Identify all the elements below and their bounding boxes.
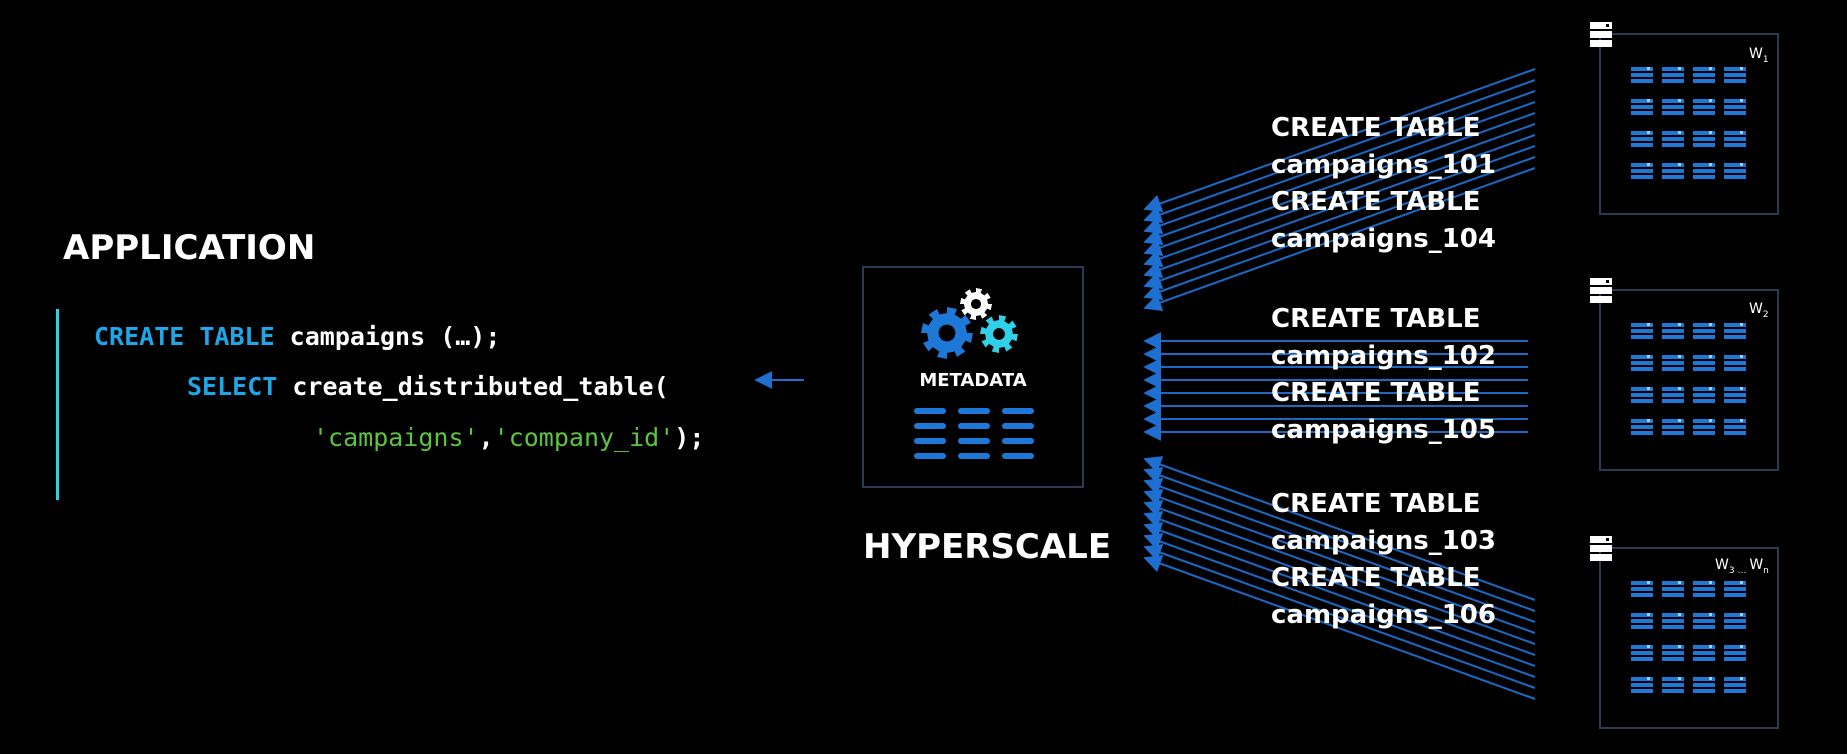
shard-table-icon: [1631, 355, 1653, 371]
shard-table-icon: [1693, 581, 1715, 597]
metadata-rows-icon: [914, 408, 1034, 459]
shard-table-icon: [1693, 131, 1715, 147]
code-string: 'company_id': [493, 423, 675, 452]
code-text: ,: [478, 423, 494, 452]
shard-table-icon: [1724, 581, 1746, 597]
shard-table-icon: [1693, 99, 1715, 115]
shard-table-icon: [1631, 323, 1653, 339]
shard-table-icon: [1662, 67, 1684, 83]
code-text: );: [674, 423, 705, 452]
shard-table-icon: [1662, 355, 1684, 371]
shard-table-icon: [1724, 99, 1746, 115]
worker-3-arrows: [1143, 456, 1536, 700]
metadata-label: METADATA: [919, 370, 1027, 391]
ddl-label: CREATE TABLE: [1271, 378, 1481, 408]
worker-1-label: W1: [1749, 46, 1769, 65]
shard-table-icon: [1724, 355, 1746, 371]
ddl-label: campaigns_103: [1271, 526, 1496, 556]
shard-table-icon: [1724, 67, 1746, 83]
shard-table-icon: [1631, 581, 1653, 597]
shard-table-icon: [1693, 645, 1715, 661]
shard-table-icon: [1724, 387, 1746, 403]
worker-node-2: [1590, 278, 1779, 471]
gears-icon: [921, 288, 1018, 359]
shard-table-icon: [1693, 387, 1715, 403]
code-line-1: CREATE TABLE campaigns (…);: [94, 322, 500, 351]
ddl-label: campaigns_105: [1271, 415, 1496, 445]
server-icon: [1590, 22, 1612, 47]
shard-table-icon: [1693, 419, 1715, 435]
shard-table-icon: [1662, 677, 1684, 693]
shard-table-icon: [1693, 67, 1715, 83]
code-keyword: CREATE TABLE: [94, 322, 275, 351]
shard-table-icon: [1631, 99, 1653, 115]
ddl-label: campaigns_104: [1271, 224, 1496, 254]
shard-table-icon: [1693, 677, 1715, 693]
ddl-label: CREATE TABLE: [1271, 113, 1481, 143]
application-title: APPLICATION: [63, 228, 316, 268]
shard-table-icon: [1631, 645, 1653, 661]
shard-table-icon: [1631, 163, 1653, 179]
shard-table-icon: [1693, 323, 1715, 339]
worker-2-label: W2: [1749, 301, 1769, 320]
shard-table-icon: [1631, 387, 1653, 403]
shard-table-icon: [1724, 419, 1746, 435]
shard-table-icon: [1693, 355, 1715, 371]
code-accent-bar: [56, 309, 59, 500]
code-keyword: SELECT: [187, 372, 278, 401]
code-line-3: 'campaigns','company_id');: [313, 423, 704, 452]
shard-table-icon: [1631, 613, 1653, 629]
shard-table-icon: [1662, 131, 1684, 147]
shard-table-icon: [1662, 419, 1684, 435]
worker-2-arrows: [1143, 332, 1528, 441]
shard-table-icon: [1724, 645, 1746, 661]
shard-table-icon: [1662, 387, 1684, 403]
ddl-label: CREATE TABLE: [1271, 489, 1481, 519]
shard-table-icon: [1662, 99, 1684, 115]
worker-node-1: [1590, 22, 1779, 215]
shard-table-icon: [1724, 323, 1746, 339]
worker-1-arrows: [1143, 68, 1536, 311]
worker-node-3: [1590, 536, 1779, 729]
shard-table-icon: [1662, 645, 1684, 661]
ddl-label: CREATE TABLE: [1271, 304, 1481, 334]
ddl-label: campaigns_106: [1271, 600, 1496, 630]
shard-table-icon: [1724, 131, 1746, 147]
shard-table-icon: [1693, 163, 1715, 179]
shard-table-icon: [1662, 613, 1684, 629]
worker-nodes: [1590, 22, 1779, 729]
ddl-label: campaigns_101: [1271, 150, 1496, 180]
shard-table-icon: [1631, 131, 1653, 147]
server-icon: [1590, 278, 1612, 303]
code-text: create_distributed_table(: [277, 372, 669, 401]
worker-n-label: W3 … Wn: [1715, 557, 1769, 576]
ddl-label: CREATE TABLE: [1271, 563, 1481, 593]
shard-table-icon: [1631, 67, 1653, 83]
shard-table-icon: [1631, 677, 1653, 693]
code-string: 'campaigns': [313, 423, 479, 452]
shard-table-icon: [1662, 323, 1684, 339]
ddl-label: campaigns_102: [1271, 341, 1496, 371]
code-line-2: SELECT create_distributed_table(: [187, 372, 669, 401]
ddl-label: CREATE TABLE: [1271, 187, 1481, 217]
shard-table-icon: [1693, 613, 1715, 629]
coordinator-box: [862, 266, 1084, 488]
shard-table-icon: [1662, 581, 1684, 597]
shard-table-icon: [1724, 677, 1746, 693]
shard-table-icon: [1724, 613, 1746, 629]
coordinator-title: HYPERSCALE: [863, 527, 1112, 567]
server-icon: [1590, 536, 1612, 561]
shard-table-icon: [1631, 419, 1653, 435]
shard-table-icon: [1724, 163, 1746, 179]
shard-table-icon: [1662, 163, 1684, 179]
code-text: campaigns (…);: [274, 322, 501, 351]
